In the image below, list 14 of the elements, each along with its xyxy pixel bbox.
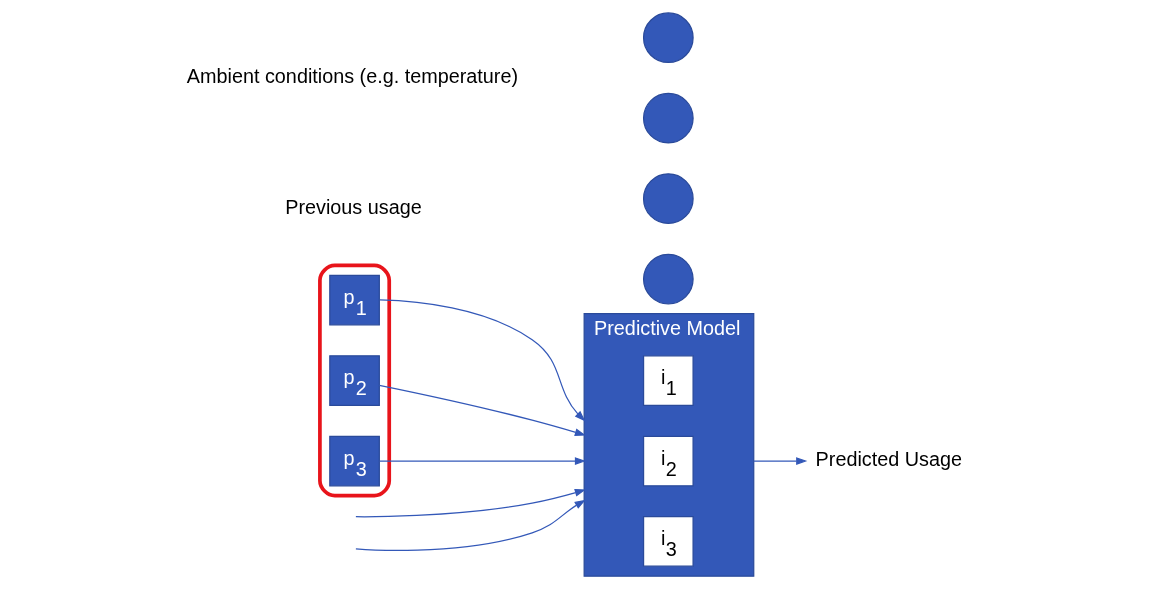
arrow [355,499,586,552]
node-circle [642,173,694,224]
label: Ambient conditions (e.g. temperature) [186,65,519,88]
cluster [318,263,392,498]
arrow [753,457,808,465]
arrow [355,488,586,518]
node-text: Predicted Usage [815,447,962,470]
node-circle [642,253,694,305]
node-circle [642,12,694,64]
arrow [379,299,586,422]
arrow [378,384,586,436]
node-circle [642,92,694,144]
arrow [379,457,587,465]
label: Previous usage [285,196,422,219]
